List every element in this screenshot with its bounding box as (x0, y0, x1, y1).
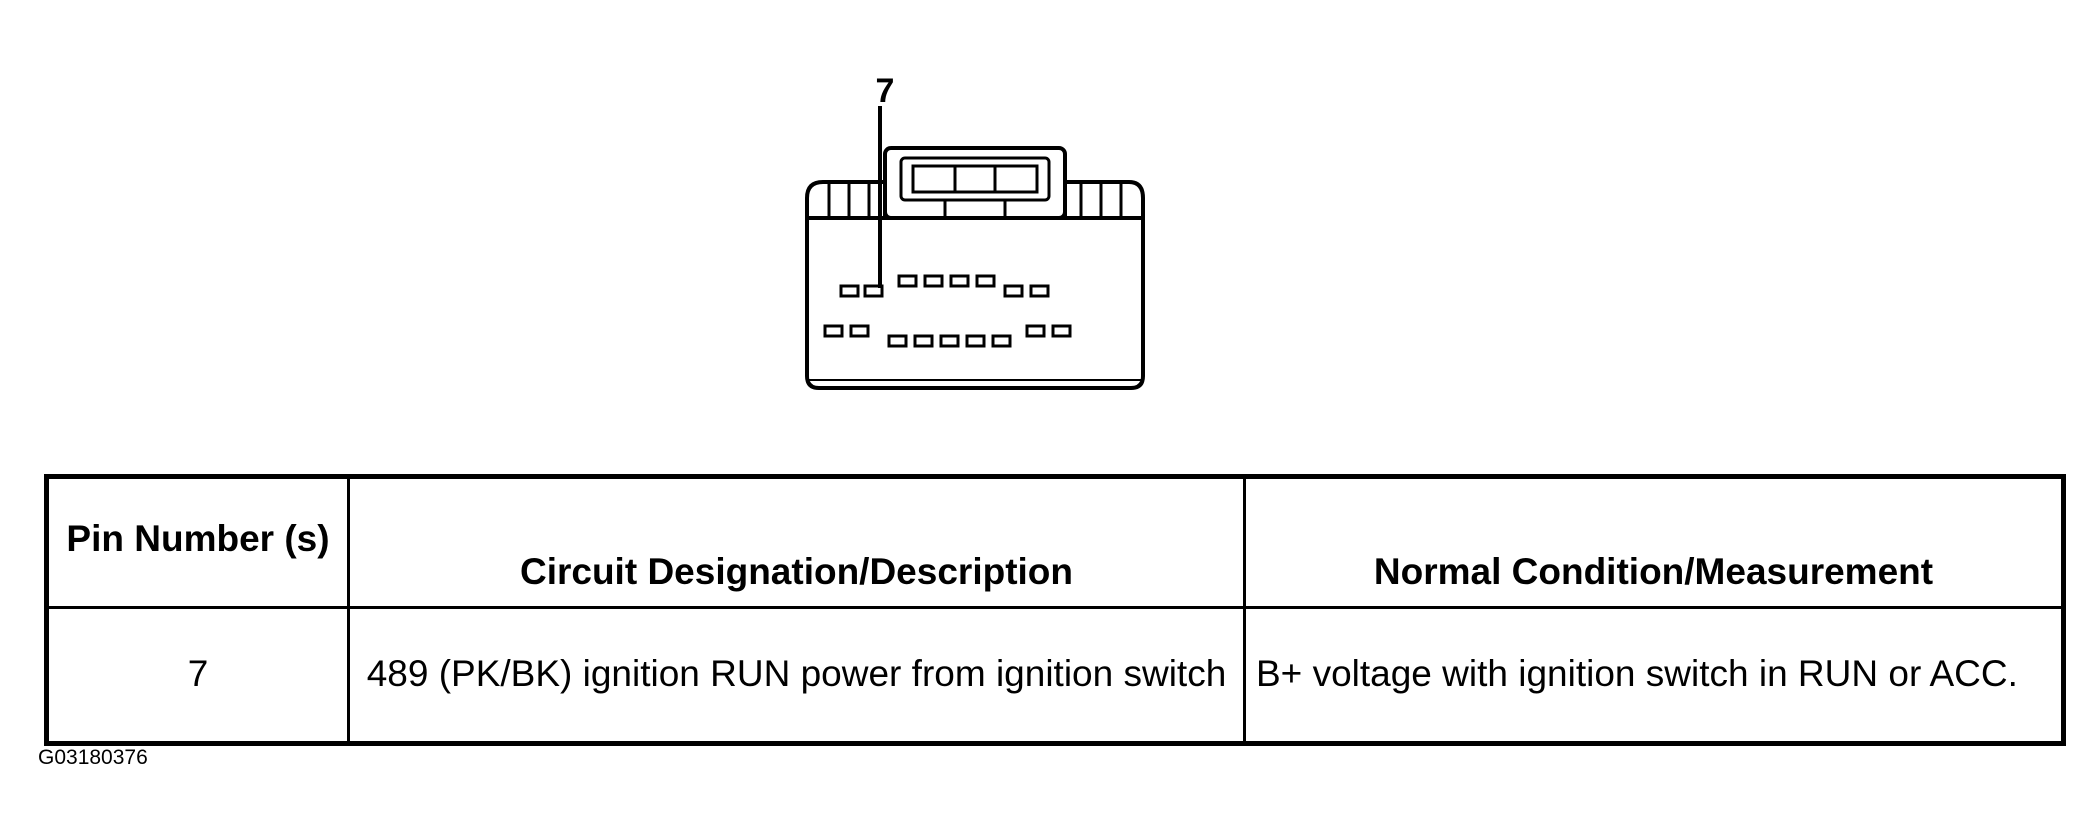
terminal-cavity (849, 324, 870, 338)
cell-pin-number: 7 (45, 606, 350, 745)
terminal-cavity (1003, 284, 1024, 298)
pin-7-callout-label: 7 (876, 72, 895, 110)
terminal-cavity (975, 274, 996, 288)
table-row: 7 489 (PK/BK) ignition RUN power from ig… (45, 606, 2065, 745)
terminal-cavity (823, 324, 844, 338)
terminal-cavity (897, 274, 918, 288)
header-circuit-description: Circuit Designation/Description (347, 475, 1246, 609)
terminal-cavity (965, 334, 986, 348)
terminal-cavity (887, 334, 908, 348)
connector-cap-left (805, 180, 887, 218)
terminal-cavity (939, 334, 960, 348)
terminal-cavity (1051, 324, 1072, 338)
header-normal-condition: Normal Condition/Measurement (1243, 475, 2065, 609)
terminal-cavity (949, 274, 970, 288)
terminal-cavity (1029, 284, 1050, 298)
table-header-row: Pin Number (s) Circuit Designation/Descr… (45, 475, 2065, 609)
terminal-cavity-pin-7 (863, 284, 884, 298)
connector-body (805, 216, 1145, 390)
connector-diagram: 7 (805, 72, 1145, 390)
cell-circuit-description: 489 (PK/BK) ignition RUN power from igni… (347, 606, 1246, 745)
terminal-cavity (1025, 324, 1046, 338)
terminal-cavity (913, 334, 934, 348)
locking-tab-outer (883, 146, 1067, 220)
terminal-cavity (839, 284, 860, 298)
terminal-cavity (991, 334, 1012, 348)
connector-cap-right (1063, 180, 1145, 218)
cell-normal-condition: B+ voltage with ignition switch in RUN o… (1243, 606, 2065, 745)
figure-id: G03180376 (38, 746, 148, 769)
pin-table: Pin Number (s) Circuit Designation/Descr… (44, 474, 2066, 746)
header-pin-number: Pin Number (s) (45, 475, 350, 609)
terminal-cavity (923, 274, 944, 288)
locking-tab-inner (899, 156, 1051, 202)
